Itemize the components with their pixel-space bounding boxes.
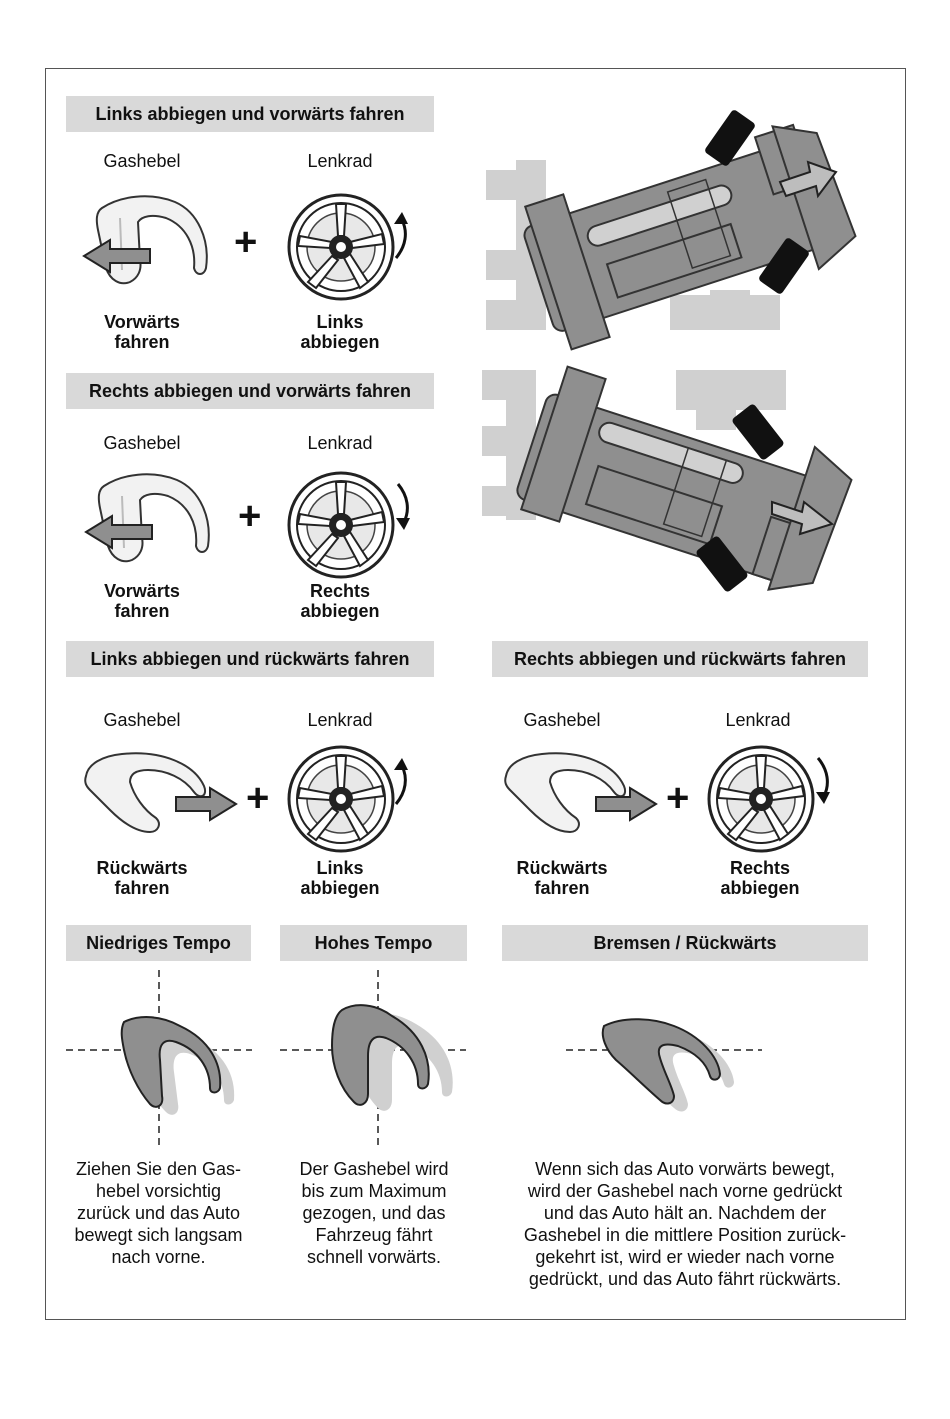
arrow-right-icon: [595, 786, 658, 822]
throttle-label: Gashebel: [103, 710, 181, 730]
speed-header-low: Niedriges Tempo: [66, 925, 251, 961]
plus-sign: +: [234, 220, 258, 264]
rc-car-icon: [486, 110, 857, 351]
arrow-left-icon: [82, 238, 151, 274]
speed-header-high: Hohes Tempo: [280, 925, 467, 961]
steering-wheel-icon: [707, 745, 815, 853]
steering-wheel-icon: [287, 193, 395, 301]
plus-sign: +: [238, 494, 262, 538]
section-header-left-reverse: Links abbiegen und rückwärts fahren: [66, 641, 434, 677]
steering-wheel-icon: [287, 745, 395, 853]
rotation-arrow-clockwise-icon: [816, 757, 830, 804]
throttle-trigger-low-icon: [66, 970, 252, 1146]
throttle-trigger-icon: [504, 752, 626, 834]
speed-header-brake: Bremsen / Rückwärts: [502, 925, 868, 961]
section-header-right-reverse: Rechts abbiegen und rückwärts fahren: [492, 641, 868, 677]
steering-label: Lenkrad: [307, 433, 373, 453]
steering-label: Lenkrad: [725, 710, 791, 730]
rc-car-icon: [482, 365, 853, 592]
plus-sign: +: [666, 776, 690, 820]
steering-wheel-icon: [287, 471, 395, 579]
steering-label: Lenkrad: [307, 710, 373, 730]
plus-sign: +: [246, 776, 270, 820]
throttle-label: Gashebel: [103, 151, 181, 171]
steering-label: Lenkrad: [307, 151, 373, 171]
throttle-trigger-high-icon: [280, 970, 466, 1146]
arrow-left-icon: [84, 514, 153, 550]
section-header-left-forward: Links abbiegen und vorwärts fahren: [66, 96, 434, 132]
section-header-right-forward: Rechts abbiegen und vorwärts fahren: [66, 373, 434, 409]
throttle-trigger-brake-icon: [566, 1018, 762, 1112]
page-frame: [45, 68, 906, 1320]
rotation-arrow-counterclockwise-icon: [394, 758, 408, 805]
rotation-arrow-clockwise-icon: [396, 483, 410, 530]
arrow-right-icon: [175, 786, 238, 822]
throttle-label: Gashebel: [103, 433, 181, 453]
throttle-trigger-icon: [84, 752, 206, 834]
speed-description-brake: Wenn sich das Auto vorwärts bewegt,wird …: [523, 1159, 847, 1289]
rotation-arrow-counterclockwise-icon: [394, 212, 408, 259]
throttle-label: Gashebel: [523, 710, 601, 730]
